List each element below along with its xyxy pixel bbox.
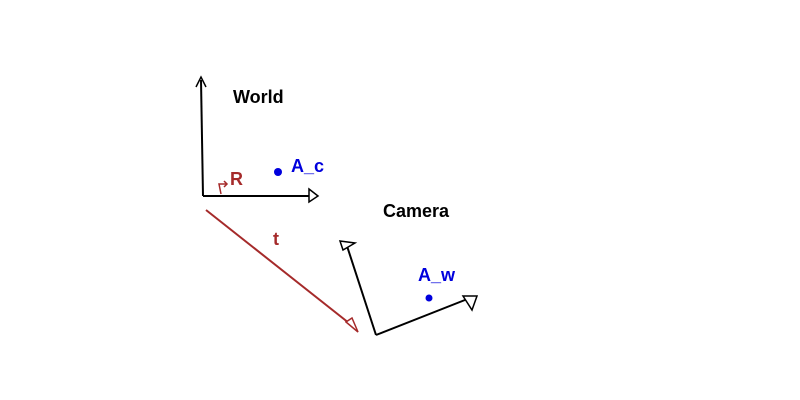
translation-label: t: [273, 229, 279, 249]
translation-line: [205, 209, 355, 328]
world-x-arrowhead: [308, 187, 320, 204]
world-label: World: [233, 87, 284, 107]
point-a-w-label: A_w: [418, 265, 456, 285]
camera-y-arrowhead: [338, 240, 358, 252]
point-a-c: [274, 168, 282, 176]
camera-x-arrowhead: [461, 295, 479, 312]
world-frame: [195, 75, 320, 204]
translation-vector: [205, 209, 359, 333]
world-y-arrowhead: [195, 75, 207, 88]
camera-label: Camera: [383, 201, 450, 221]
rotation-arrowhead-icon: [223, 180, 229, 188]
point-a-c-label: A_c: [291, 156, 324, 176]
rotation-symbol: [218, 180, 229, 195]
rotation-arc-icon: [218, 183, 227, 195]
rotation-label: R: [230, 169, 243, 189]
camera-frame: [338, 240, 479, 336]
camera-y-axis: [346, 245, 377, 336]
camera-x-axis: [375, 297, 471, 336]
point-a-w: [425, 294, 433, 302]
world-y-axis: [200, 79, 204, 197]
translation-arrowhead: [344, 316, 359, 333]
